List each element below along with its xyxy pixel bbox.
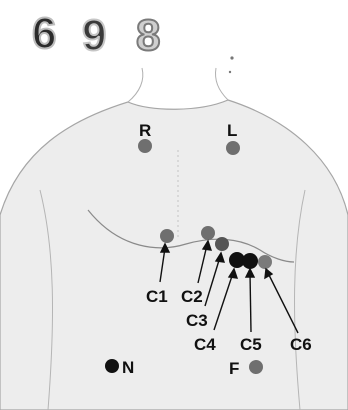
label-C4: C4 [194,335,216,354]
electrode-N [105,359,119,373]
label-C5: C5 [240,335,262,354]
label-R: R [139,121,151,140]
svg-text:6: 6 [32,9,56,58]
label-L: L [227,121,237,140]
torso-outline [0,68,348,410]
electrode-L [226,141,240,155]
electrode-C1 [160,229,174,243]
electrode-C6 [258,255,272,269]
logo-graphic: 6 9 8 [32,9,234,73]
arrow-C5 [250,273,251,332]
svg-text:8: 8 [136,11,160,60]
label-N: N [122,358,134,377]
label-C3: C3 [186,311,208,330]
electrode-C2 [201,226,215,240]
svg-text:9: 9 [82,11,106,60]
label-F: F [229,359,239,378]
electrode-C3 [215,237,229,251]
label-C6: C6 [290,335,312,354]
label-C1: C1 [146,287,168,306]
electrode-C5 [242,253,258,269]
label-C2: C2 [181,287,203,306]
electrode-F [249,360,263,374]
electrode-R [138,139,152,153]
